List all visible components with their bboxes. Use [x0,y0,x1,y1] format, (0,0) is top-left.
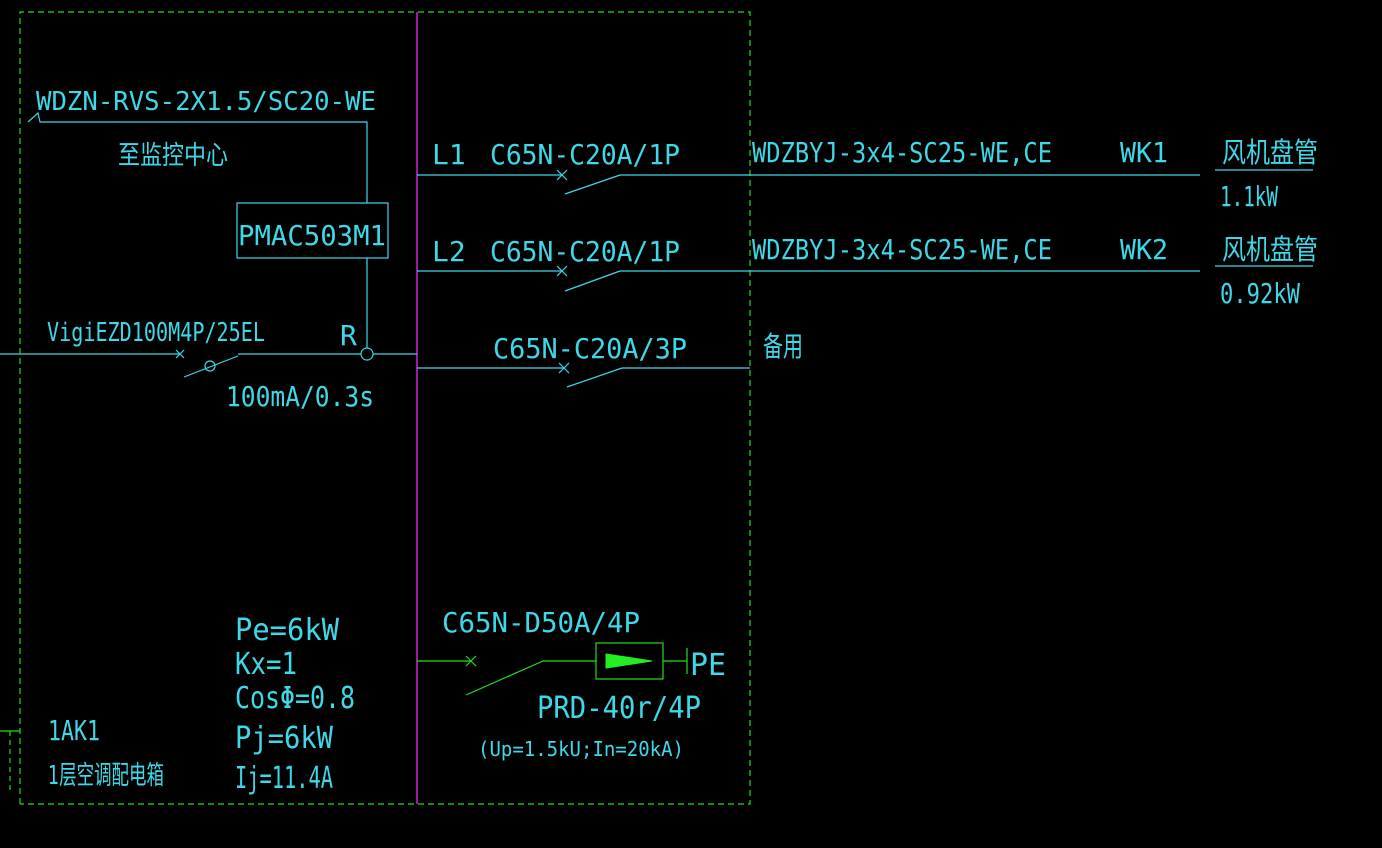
circuit-l1-load-power: 1.1kW [1220,180,1278,213]
spd-model: PRD-40r/4P [537,691,701,726]
calc-ij: Ij=11.4A [235,761,333,796]
spd-breaker: C65N-D50A/4P [442,606,640,639]
module-box [236,202,389,259]
circuit-l2-load-power: 0.92kW [1220,277,1300,310]
circuit-l1-breaker: C65N-C20A/1P [490,138,680,171]
circuit-l2-breaker: C65N-C20A/1P [490,235,680,268]
panel-name: 1层空调配电箱 [48,761,164,791]
spd-ground-label: PE [690,648,726,683]
circuit-l2-load-name: 风机盘管 [1222,233,1318,266]
panel-id: 1AK1 [48,714,100,747]
calc-kx: Kx=1 [235,647,297,682]
main-feed [0,349,417,378]
circuit-l2-phase: L2 [432,235,466,268]
circuit-spare-lines [417,362,750,388]
circuit-l2-cable: WDZBYJ-3x4-SC25-WE,CE [752,233,1052,266]
relay-label: R [340,319,357,352]
left-edge-stubs [0,730,20,790]
spd-spec: (Up=1.5kU;In=20kA) [478,737,684,761]
circuit-l2-lines [417,265,1313,292]
main-breaker-model: VigiEZD100M4P/25EL [47,318,265,348]
circuit-l2-code: WK2 [1120,233,1168,266]
circuit-l1-lines [417,169,1313,195]
spd-arrow [605,653,653,669]
panel-enclosure [19,11,751,805]
main-breaker-rating: 100mA/0.3s [226,380,374,413]
surge-branch [417,642,688,696]
calc-pe: Pe=6kW [235,613,340,648]
circuit-l1-phase: L1 [432,138,466,171]
calc-cos: CosΦ=0.8 [235,681,355,716]
circuit-spare-label: 备用 [763,330,803,363]
control-cable-label: WDZN-RVS-2X1.5/SC20-WE [36,87,376,117]
circuit-spare-breaker: C65N-C20A/3P [493,332,687,365]
circuit-l1-code: WK1 [1120,136,1168,169]
control-destination-label: 至监控中心 [118,141,228,171]
circuit-l1-cable: WDZBYJ-3x4-SC25-WE,CE [752,136,1052,169]
module-label: PMAC503M1 [238,219,386,252]
circuit-l1-load-name: 风机盘管 [1222,136,1318,169]
calc-pj: Pj=6kW [235,721,334,756]
